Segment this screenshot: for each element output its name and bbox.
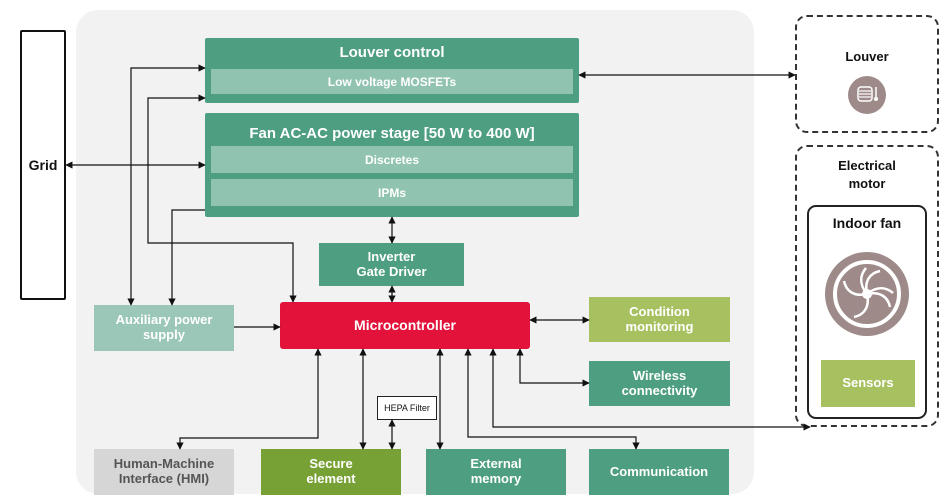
motor-line1: Electrical (838, 158, 896, 173)
memory-line1: External (470, 456, 522, 472)
hepa-filter-label: HEPA Filter (384, 403, 430, 413)
grid-block: Grid (20, 30, 66, 300)
secure-line2: element (306, 471, 356, 486)
communication-block: Communication (589, 449, 729, 495)
inverter-line1: Inverter (367, 248, 416, 264)
grid-label: Grid (28, 156, 58, 173)
inverter-line2: Gate Driver (356, 263, 427, 279)
condition-line2: monitoring (625, 318, 694, 334)
mcu-hmi-connector (176, 348, 322, 450)
fan-icon (825, 252, 909, 336)
mcu-communication-connector (464, 348, 640, 450)
hmi-block: Human-Machine Interface (HMI) (94, 449, 234, 495)
discretes-label: Discretes (364, 152, 420, 167)
louver-mcu-connector (147, 94, 297, 303)
auxiliary-power-supply-block: Auxiliary power supply (94, 305, 234, 351)
fan-aux-connector (168, 209, 205, 306)
secure-element-block: Secure element (261, 449, 401, 495)
electrical-motor-title: Electrical motor (797, 157, 937, 192)
external-memory-block: External memory (426, 449, 566, 495)
electrical-motor-block: Electrical motor Indoor fan Sensors (795, 145, 939, 427)
microcontroller-label: Microcontroller (354, 317, 456, 334)
hmi-line1: Human-Machine (113, 456, 215, 472)
hepa-filter-box: HEPA Filter (377, 396, 437, 420)
ipms-label: IPMs (377, 185, 406, 200)
louver-label: Louver (845, 49, 889, 64)
hmi-line2: Interface (HMI) (118, 471, 210, 486)
louver-icon (848, 76, 886, 114)
microcontroller-block: Microcontroller (280, 302, 530, 349)
louver-control-title: Louver control (339, 44, 445, 61)
louver-block: Louver (795, 15, 939, 133)
mcu-motor-connector (489, 348, 811, 431)
louver-aux-connector (127, 64, 206, 306)
sensors-label: Sensors (842, 375, 894, 391)
sensors-block: Sensors (821, 360, 915, 407)
fan-power-stage-title: Fan AC-AC power stage [50 W to 400 W] (249, 125, 535, 142)
low-voltage-mosfets-label: Low voltage MOSFETs (327, 74, 457, 89)
aux-line2: supply (143, 327, 185, 342)
motor-line2: motor (848, 175, 886, 191)
indoor-fan-block: Indoor fan Sensors (807, 205, 927, 419)
secure-line1: Secure (309, 456, 353, 472)
mcu-wireless-connector (516, 348, 590, 387)
memory-line2: memory (470, 471, 522, 486)
louver-control-block: Louver control Low voltage MOSFETs (205, 38, 579, 103)
condition-monitoring-block: Condition monitoring (589, 297, 730, 342)
low-voltage-mosfets: Low voltage MOSFETs (211, 69, 573, 94)
indoor-fan-label: Indoor fan (832, 215, 902, 231)
condition-line1: Condition (629, 303, 690, 319)
communication-label: Communication (609, 463, 709, 479)
aux-line1: Auxiliary power (115, 312, 213, 328)
inverter-gate-driver-block: Inverter Gate Driver (319, 243, 464, 286)
